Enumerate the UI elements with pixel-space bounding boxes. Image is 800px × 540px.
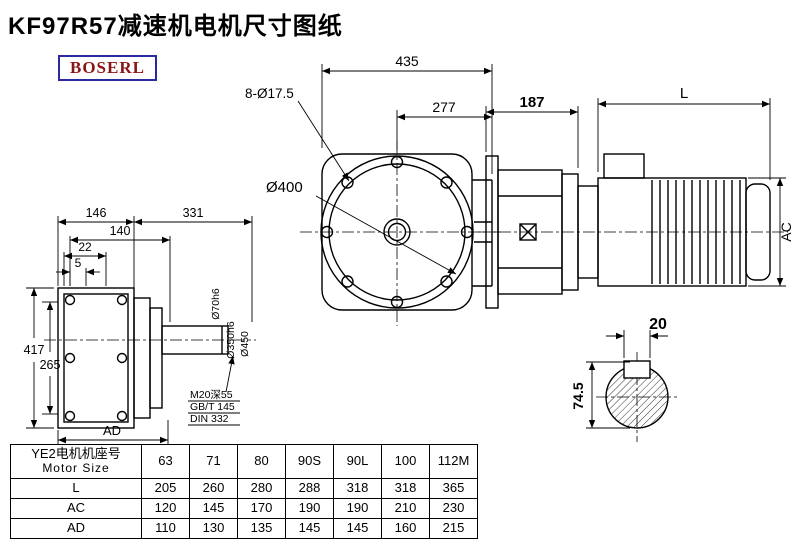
side-view-dim-text: 187 L AC bbox=[519, 85, 794, 242]
dim-L: L bbox=[680, 85, 688, 102]
dim-bolt-holes: 8-Ø17.5 bbox=[245, 86, 294, 101]
top-view-dim-lines bbox=[297, 64, 493, 275]
cell-L-80: 280 bbox=[237, 478, 286, 499]
row-label-AC: AC bbox=[10, 498, 142, 519]
cell-AD-63: 110 bbox=[141, 518, 190, 539]
cell-AD-71: 130 bbox=[189, 518, 238, 539]
note-tap: M20深55 bbox=[190, 389, 233, 401]
cell-AC-90s: 190 bbox=[285, 498, 334, 519]
dim-5: 5 bbox=[75, 256, 82, 270]
cell-AD-80: 135 bbox=[237, 518, 286, 539]
dim-AC: AC bbox=[778, 222, 794, 241]
brand-logo: BOSERL bbox=[58, 55, 157, 81]
table-row-AC: AC 120 145 170 190 190 210 230 bbox=[10, 498, 478, 519]
front-view-dim-lines bbox=[26, 216, 253, 446]
row-label-AD: AD bbox=[10, 518, 142, 539]
table-row-L: L 205 260 280 288 318 318 365 bbox=[10, 478, 478, 499]
table-header-label: YE2电机机座号 Motor Size bbox=[10, 444, 142, 479]
cell-AD-90l: 145 bbox=[333, 518, 382, 539]
dim-140: 140 bbox=[110, 224, 131, 238]
side-view-outline bbox=[485, 153, 771, 309]
cell-AC-100: 210 bbox=[381, 498, 430, 519]
size-col-112m: 112M bbox=[429, 444, 478, 479]
dim-435: 435 bbox=[395, 53, 419, 69]
cell-L-100: 318 bbox=[381, 478, 430, 499]
top-view-dim-text: 435 277 8-Ø17.5 Ø400 bbox=[245, 53, 456, 196]
cell-AD-90s: 145 bbox=[285, 518, 334, 539]
dim-331: 331 bbox=[183, 206, 204, 220]
cell-AC-80: 170 bbox=[237, 498, 286, 519]
table-header-cn: YE2电机机座号 bbox=[31, 446, 121, 462]
cell-AD-100: 160 bbox=[381, 518, 430, 539]
size-col-90l: 90L bbox=[333, 444, 382, 479]
cell-AC-112m: 230 bbox=[429, 498, 478, 519]
cell-L-112m: 365 bbox=[429, 478, 478, 499]
size-col-63: 63 bbox=[141, 444, 190, 479]
size-col-100: 100 bbox=[381, 444, 430, 479]
dim-74-5: 74.5 bbox=[570, 382, 586, 409]
cell-L-71: 260 bbox=[189, 478, 238, 499]
dim-20: 20 bbox=[649, 316, 667, 333]
cell-AC-90l: 190 bbox=[333, 498, 382, 519]
shaft-section-dim-text: 20 74.5 bbox=[570, 316, 667, 410]
shaft-section-outline bbox=[605, 360, 669, 429]
front-view-dim-text: 146 331 140 22 5 417 265 AD Ø70h6 Ø350h6… bbox=[24, 206, 251, 438]
dim-flange-dia: Ø400 bbox=[266, 179, 303, 196]
dim-417: 417 bbox=[24, 343, 45, 357]
size-col-71: 71 bbox=[189, 444, 238, 479]
dim-flange-dia-front: Ø450 bbox=[239, 331, 251, 357]
side-view-dim-lines bbox=[485, 98, 786, 287]
page-title: KF97R57减速机电机尺寸图纸 bbox=[8, 13, 343, 40]
cell-L-90l: 318 bbox=[333, 478, 382, 499]
size-col-80: 80 bbox=[237, 444, 286, 479]
dim-shaft-dia: Ø70h6 bbox=[210, 288, 222, 320]
cell-L-90s: 288 bbox=[285, 478, 334, 499]
cell-AC-63: 120 bbox=[141, 498, 190, 519]
front-view-outline bbox=[57, 287, 229, 429]
table-header-row: YE2电机机座号 Motor Size 63 71 80 90S 90L 100… bbox=[10, 444, 478, 479]
cell-AD-112m: 215 bbox=[429, 518, 478, 539]
table-header-en: Motor Size bbox=[42, 461, 110, 476]
cell-L-63: 205 bbox=[141, 478, 190, 499]
dim-187: 187 bbox=[519, 94, 544, 111]
top-view-outline bbox=[320, 153, 493, 311]
dim-146: 146 bbox=[86, 206, 107, 220]
dim-277: 277 bbox=[432, 99, 456, 115]
motor-size-table: YE2电机机座号 Motor Size 63 71 80 90S 90L 100… bbox=[10, 444, 478, 539]
dim-265: 265 bbox=[40, 358, 61, 372]
table-row-AD: AD 110 130 135 145 145 160 215 bbox=[10, 518, 478, 539]
cell-AC-71: 145 bbox=[189, 498, 238, 519]
row-label-L: L bbox=[10, 478, 142, 499]
note-gbt: GB/T 145 bbox=[190, 401, 235, 413]
dim-hub-dia: Ø350h6 bbox=[225, 321, 237, 359]
note-din: DIN 332 bbox=[190, 413, 229, 425]
dim-AD: AD bbox=[103, 423, 121, 438]
size-col-90s: 90S bbox=[285, 444, 334, 479]
shaft-section-dim-lines bbox=[586, 330, 668, 429]
dim-22: 22 bbox=[78, 240, 92, 254]
